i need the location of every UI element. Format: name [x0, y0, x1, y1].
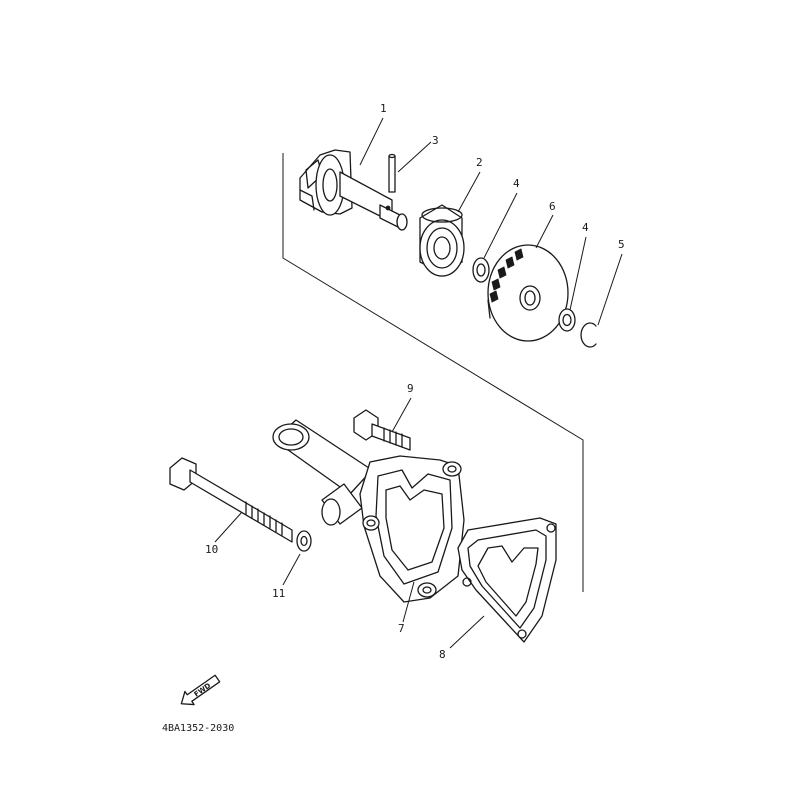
fwd-arrow: FWD: [180, 674, 221, 706]
diagram-part-code: 4BA1352-2030: [162, 723, 234, 734]
callout-6: 6: [549, 200, 556, 213]
part-pump-housing: [272, 419, 465, 603]
part-washer-b: [558, 308, 576, 332]
callout-1: 1: [380, 102, 387, 115]
part-gear: [487, 244, 569, 342]
callout-5: 5: [618, 238, 625, 251]
part-washer-c: [296, 530, 312, 552]
callout-7: 7: [398, 622, 405, 635]
assembly-frame: [282, 153, 584, 592]
callout-10: 10: [205, 543, 218, 556]
part-washer-a: [472, 257, 490, 283]
part-circlip: [580, 322, 597, 348]
callout-3: 3: [432, 134, 439, 147]
callouts: 1 2 3 4 4 5 6 7 8 9 10 11: [205, 102, 625, 661]
part-gasket: [457, 517, 557, 643]
callout-4: 4: [513, 177, 520, 190]
callout-4: 4: [582, 221, 589, 234]
callout-8: 8: [439, 648, 446, 661]
part-pin: [388, 153, 396, 193]
callout-2: 2: [476, 156, 483, 169]
part-impeller-shaft: [299, 149, 408, 231]
part-bolt-short: [353, 409, 411, 451]
leader-lines: [214, 117, 623, 649]
part-bolt-long: [169, 457, 293, 543]
part-bearing: [419, 204, 465, 277]
callout-11: 11: [272, 587, 285, 600]
callout-9: 9: [407, 382, 414, 395]
